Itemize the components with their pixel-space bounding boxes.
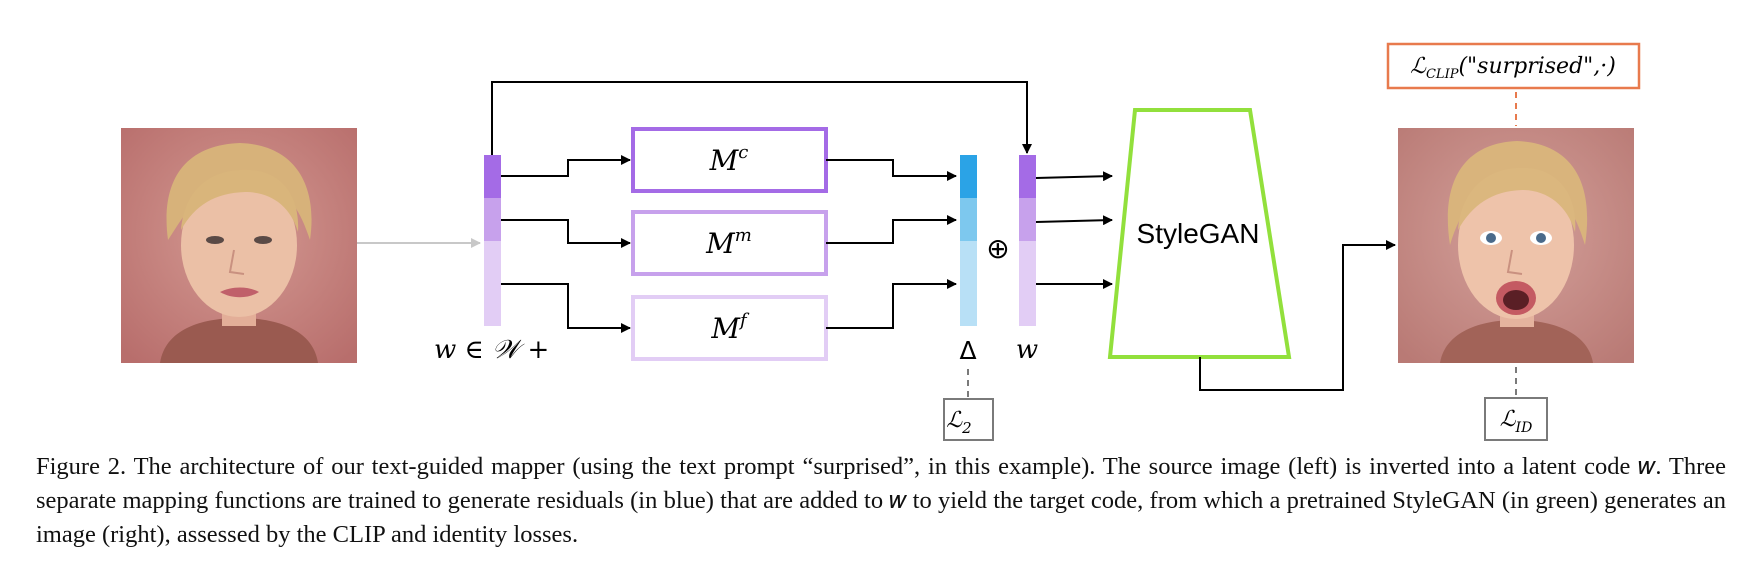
output-face-image (1398, 128, 1634, 363)
latent-w-medium (1019, 198, 1036, 241)
input-latent-bar (484, 155, 501, 326)
stylegan-output-arrow (1199, 240, 1396, 391)
input-latent-medium (484, 198, 501, 241)
addition-symbol: ⊕ (986, 232, 1009, 265)
mapper-coarse: Mc (631, 127, 828, 193)
clip-loss-label: ℒCLIP("surprised",·) (1410, 54, 1616, 82)
arrow-from-mapper-fine (826, 279, 957, 329)
arrow-to-mapper-fine (501, 283, 631, 333)
arrow-to-mapper-coarse (501, 155, 631, 177)
id-loss-box: ℒID (1484, 397, 1548, 441)
skip-connection-arrow (491, 81, 1032, 155)
clip-loss-box: ℒCLIP("surprised",·) (1386, 42, 1641, 90)
source-face-image (121, 128, 357, 363)
residual-medium (960, 198, 977, 241)
arrow-to-stylegan-coarse (1035, 171, 1113, 182)
mapper-medium: Mm (631, 210, 828, 276)
mapper-coarse-label: Mc (709, 142, 749, 177)
latent-w-fine (1019, 241, 1036, 326)
input-latent-coarse (484, 155, 501, 198)
mapper-medium-label: Mm (705, 225, 752, 260)
residual-coarse (960, 155, 977, 198)
stylegan-label: StyleGAN (1137, 218, 1260, 249)
input-latent-label: w ∈ 𝒲 + (434, 335, 549, 365)
latent-w-bar (1019, 155, 1036, 326)
residual-fine (960, 241, 977, 326)
input-latent-fine (484, 241, 501, 326)
mapper-fine: Mf (631, 295, 828, 361)
figure-caption-text: Figure 2. The architecture of our text-g… (36, 453, 1726, 548)
arrow-from-mapper-medium (826, 215, 957, 244)
l2-loss-box: ℒ2 (943, 398, 994, 441)
arrow-to-mapper-medium (501, 219, 631, 248)
id-loss-label: ℒID (1500, 407, 1533, 436)
arrow-to-stylegan-medium (1035, 215, 1113, 226)
arrow-from-mapper-coarse (826, 159, 957, 181)
figure-caption: Figure 2. The architecture of our text-g… (36, 450, 1726, 552)
stylegan-generator: StyleGAN (1107, 108, 1292, 359)
latent-w-label: w (1016, 335, 1038, 365)
residual-label: Δ (959, 336, 976, 365)
latent-w-coarse (1019, 155, 1036, 198)
l2-loss-label: ℒ2 (946, 408, 971, 437)
residual-bar (960, 155, 977, 326)
